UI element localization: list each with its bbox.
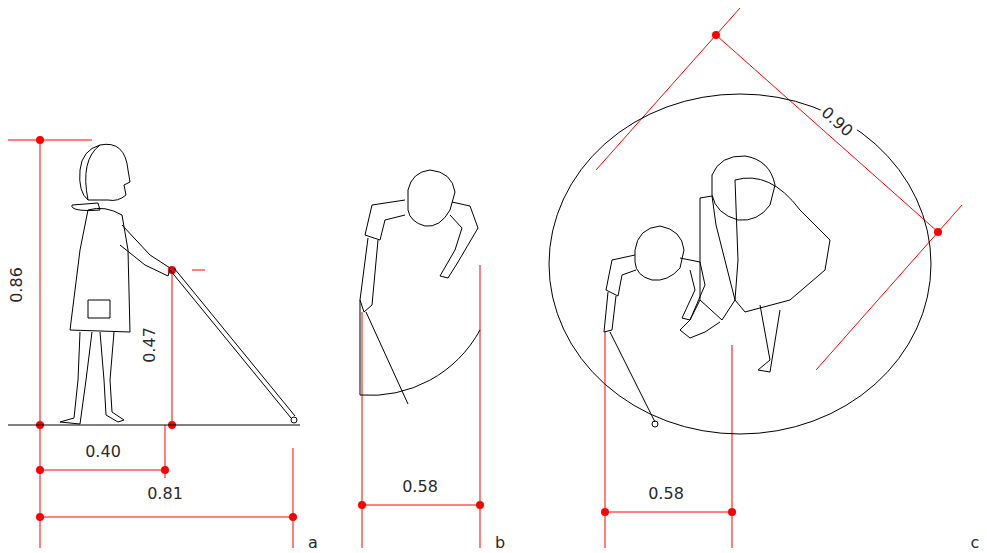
panel-letter: b <box>493 534 507 552</box>
dimension-value: 0.58 <box>646 485 686 503</box>
dimension-value: 0.86 <box>8 265 26 305</box>
dimension-value: 0.58 <box>400 478 440 496</box>
dimension-value: 0.47 <box>141 325 159 365</box>
panel-letter: c <box>969 534 982 552</box>
panel-letter: a <box>306 534 320 552</box>
dimension-value: 0.40 <box>83 443 123 461</box>
dimension-value: 0.90 <box>816 102 858 142</box>
dimension-value: 0.81 <box>145 485 185 503</box>
